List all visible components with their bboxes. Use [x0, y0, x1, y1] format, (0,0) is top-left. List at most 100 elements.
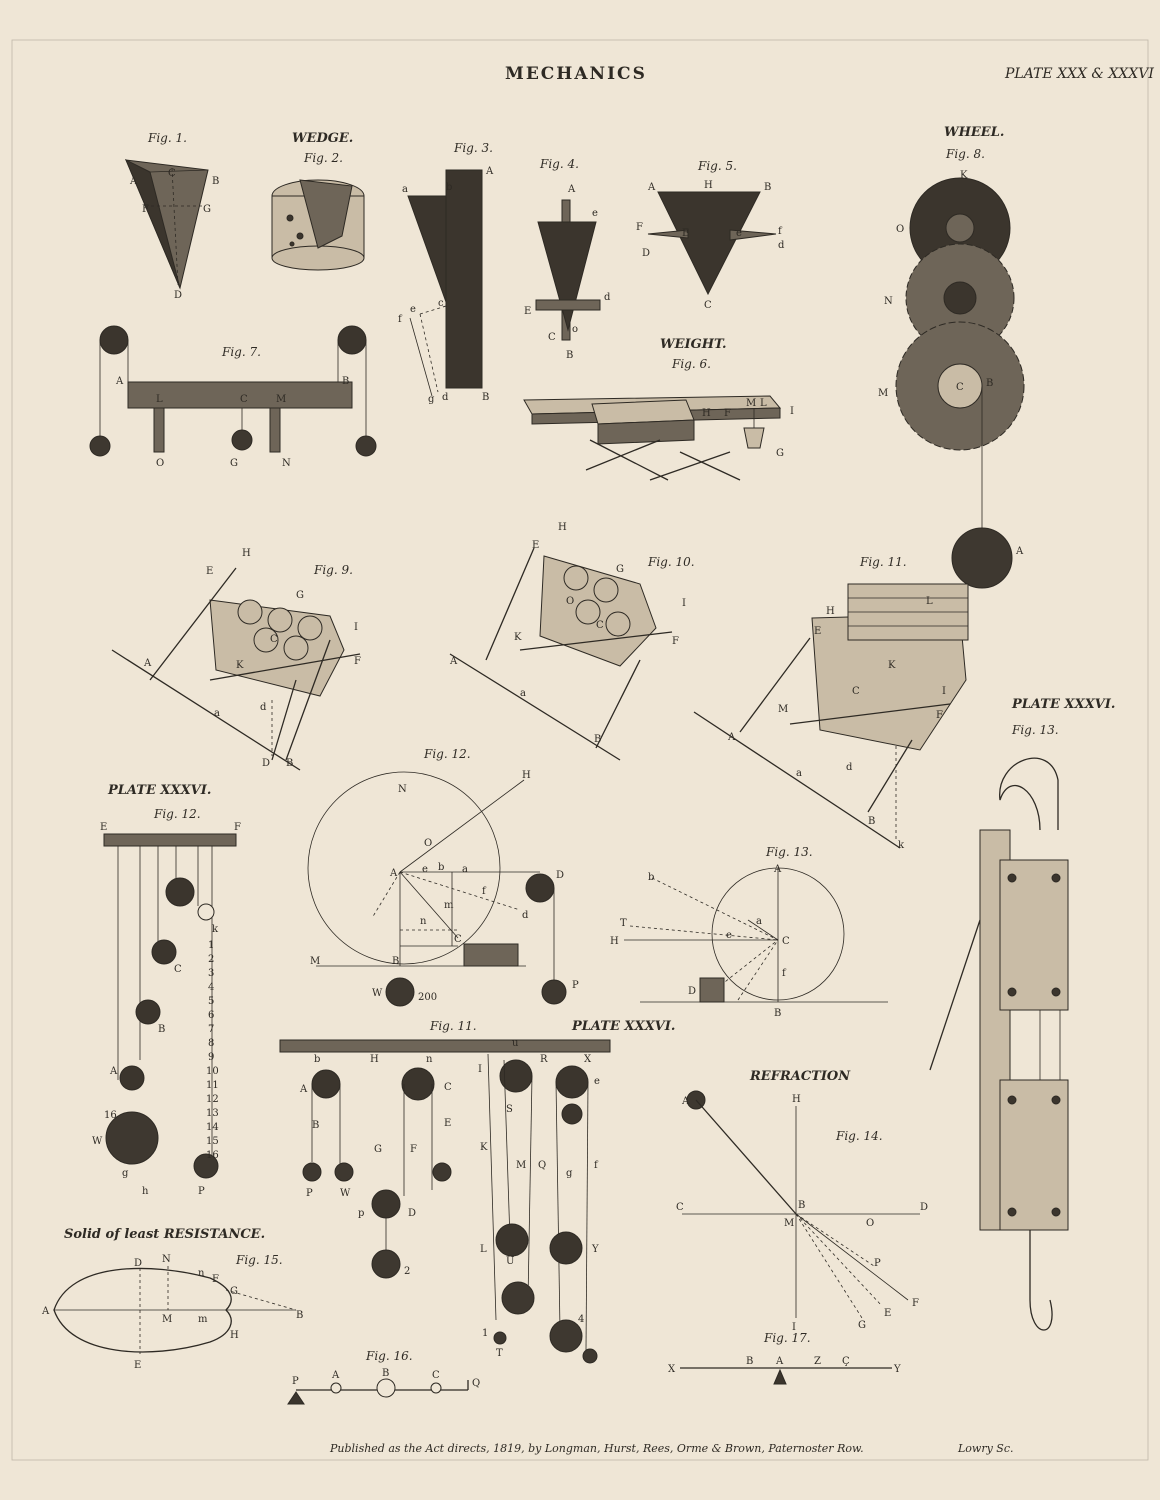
fig12c-label-O: O [424, 838, 432, 849]
fig12-pulleys-labels: E F k C B A W P h g 16 [92, 822, 241, 1197]
fig1-label-F: F [142, 204, 149, 215]
fig3-caption: Fig. 3. [453, 141, 493, 155]
fig5-label-H: H [704, 180, 713, 191]
fig6-caption: Fig. 6. [671, 357, 711, 371]
fig9-barrow [111, 567, 361, 771]
fig11-label-E: E [814, 626, 821, 637]
fig15-caption: Fig. 15. [235, 1253, 283, 1267]
fig7-label-B: B [342, 376, 349, 387]
scale-7: 7 [208, 1024, 214, 1035]
plate-title: MECHANICS [505, 64, 647, 84]
fig13-block-caption: Fig. 13. [1011, 723, 1059, 737]
fig16-label-A: A [331, 1370, 340, 1381]
fig7-label-G: G [230, 458, 238, 469]
fig11-label-F: F [936, 710, 943, 721]
fig12p-label-P: P [198, 1186, 205, 1197]
fig14-label-M: M [784, 1218, 794, 1229]
fig1-label-C: C [168, 168, 176, 179]
fig15-label-N: N [162, 1254, 171, 1265]
plate-xxxvi-left-heading: PLATE XXXVI. [107, 783, 211, 798]
fig17-lever [680, 1367, 892, 1385]
fig12c-label-e: e [422, 864, 428, 875]
fig11-label-B: B [868, 816, 875, 827]
fig1-wedge [125, 158, 209, 290]
fig5-label-C: C [704, 300, 712, 311]
fig9-label-G: G [296, 590, 304, 601]
fig3-label-B: B [482, 392, 489, 403]
fig11p-label-Y: Y [591, 1244, 599, 1255]
fig13-circle-labels: A b T H a e C f D B [610, 864, 790, 1019]
fig16-caption: Fig. 16. [365, 1349, 413, 1363]
fig11p-label-Q: Q [538, 1160, 546, 1171]
fig12c-label-M: M [310, 956, 320, 967]
fig11p-label-T: T [496, 1348, 503, 1359]
scale-2: 2 [208, 954, 214, 965]
fig14-label-A: A [681, 1096, 690, 1107]
fig13c-label-A: A [773, 864, 782, 875]
fig10-label-E: E [532, 540, 539, 551]
fig11-label-I: I [942, 686, 946, 697]
fig12-pulleys-caption: Fig. 12. [153, 807, 201, 821]
fig10-label-F: F [672, 636, 679, 647]
fig10-caption: Fig. 10. [647, 555, 695, 569]
fig8-caption: Fig. 8. [945, 147, 985, 161]
fig1-label-D: D [174, 290, 182, 301]
fig11-label-H: H [826, 606, 835, 617]
engraver-credit: Lowry Sc. [958, 1442, 1014, 1455]
fig11-label-a: a [796, 768, 802, 779]
fig9-label-a: a [214, 708, 220, 719]
fig7-label-A: A [115, 376, 124, 387]
fig3-label-e: e [410, 304, 416, 315]
fig11p-label-F: F [410, 1144, 417, 1155]
publication-line: Published as the Act directs, 1819, by L… [330, 1442, 864, 1455]
fig5-label-B: B [764, 182, 771, 193]
fig9-caption: Fig. 9. [313, 563, 353, 577]
fig12-circle-labels: H N O A e b a m f d n C D M B W 200 P [310, 770, 579, 1003]
fig9-label-D: D [262, 758, 270, 769]
fig11p-label-E: E [444, 1118, 451, 1129]
fig12c-label-D: D [556, 870, 564, 881]
fig4-caption: Fig. 4. [539, 157, 579, 171]
scale-10: 10 [206, 1066, 219, 1077]
fig6-label-F: F [724, 408, 731, 419]
fig12p-label-F: F [234, 822, 241, 833]
plate-xxxvi-center-heading: PLATE XXXVI. [571, 1019, 675, 1034]
fig4-labels: A e E d C o B [524, 184, 611, 361]
fig11-pulleys-caption: Fig. 11. [429, 1019, 477, 1033]
fig16-labels: P A B C Q [292, 1368, 480, 1389]
fig13c-label-B: B [774, 1008, 781, 1019]
fig3-label-c: c [438, 298, 444, 309]
fig11p-label-U: U [506, 1256, 514, 1267]
fig16-label-B: B [382, 1368, 389, 1379]
fig13c-label-C: C [782, 936, 790, 947]
fig15-labels: D N n F G A M m B H E [41, 1254, 303, 1371]
fig12c-label-f: f [482, 886, 487, 897]
fig12-circle-caption: Fig. 12. [423, 747, 471, 761]
fig16-label-C: C [432, 1370, 440, 1381]
fig9-label-F: F [354, 656, 361, 667]
fig1-label-B: B [212, 176, 219, 187]
fig11-pulleys-labels: b H n I u R X A C S e B E G F K M Q g f … [299, 1038, 600, 1359]
plate-border [11, 39, 1149, 1461]
fig14-caption: Fig. 14. [835, 1129, 883, 1143]
fig11p-label-M: M [516, 1160, 526, 1171]
fig6-label-I: I [790, 406, 794, 417]
scale-5: 5 [208, 996, 214, 1007]
fig13c-label-f: f [782, 968, 787, 979]
fig17-label-Y: Y [893, 1364, 901, 1375]
fig14-label-D: D [920, 1202, 928, 1213]
fig17-label-Z: Z [814, 1356, 821, 1367]
fig9-label-C: C [270, 634, 278, 645]
scale-14: 14 [206, 1122, 219, 1133]
fig3-label-f: f [398, 314, 403, 325]
fig12c-label-W: W [372, 988, 383, 999]
fig14-label-C: C [676, 1202, 684, 1213]
scale-4: 4 [208, 982, 214, 993]
fig12p-label-h: h [142, 1186, 149, 1197]
fig7-label-O: O [156, 458, 164, 469]
fig5-label-d: d [778, 240, 785, 251]
fig11p-label-W: W [340, 1188, 351, 1199]
fig11-label-d: d [846, 762, 853, 773]
fig15-label-G: G [230, 1286, 238, 1297]
